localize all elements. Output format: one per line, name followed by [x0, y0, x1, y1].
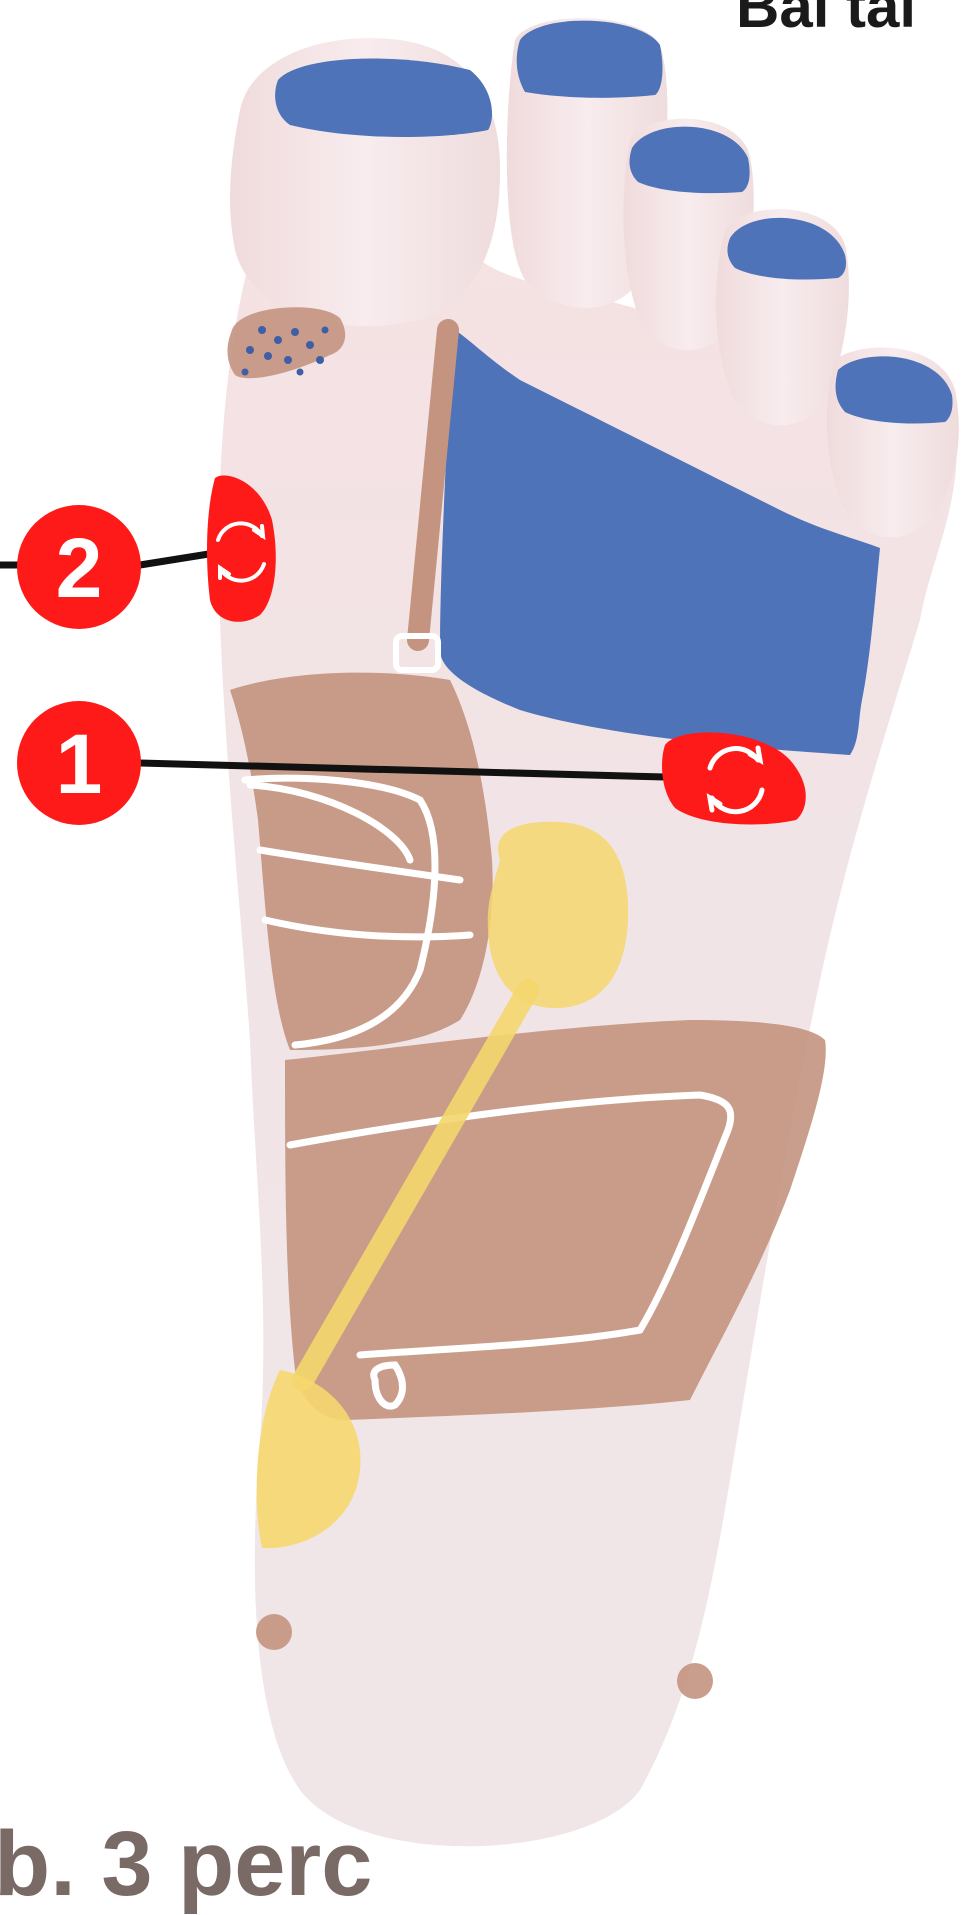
- heel-dot-right: [677, 1663, 713, 1699]
- heel-dot-left: [256, 1614, 292, 1650]
- marker-1-number: 1: [56, 717, 103, 811]
- caption-fragment: b. 3 perc: [0, 1818, 372, 1910]
- upper-yellow-zone: [488, 822, 628, 1008]
- marker-1: 1: [17, 701, 141, 825]
- second-toe-tip-zone: [517, 21, 663, 98]
- marker-2: 2: [17, 505, 141, 629]
- marker-2-number: 2: [56, 521, 103, 615]
- connector-line-2b: [140, 553, 215, 565]
- big-toe-tip-zone: [275, 59, 492, 137]
